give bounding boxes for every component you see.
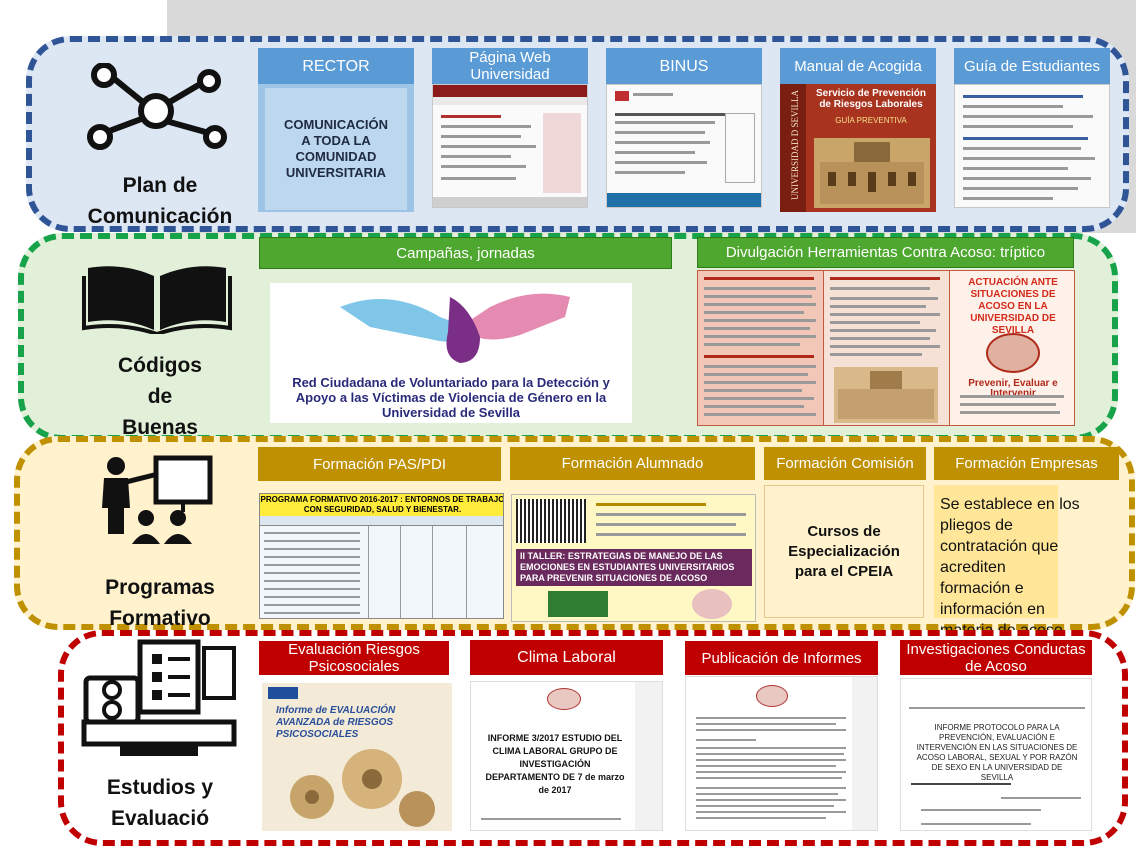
manual-cover-title: Servicio de Prevención de Riesgos Labora… xyxy=(815,88,927,110)
triptych-panel-middle xyxy=(824,271,950,425)
volunteer-network-caption: Red Ciudadana de Voluntariado para la De… xyxy=(292,375,610,420)
student-training-header: Formación Alumnado xyxy=(510,447,755,480)
codes-label-line2: de xyxy=(147,385,173,408)
workshop-poster: II TALLER: ESTRATEGIAS DE MANEJO DE LAS … xyxy=(511,494,756,622)
psychosocial-report-cover: Informe de EVALUACIÓN AVANZADA de RIESGO… xyxy=(262,683,452,831)
training-table-title: PROGRAMA FORMATIVO 2016-2017 : ENTORNOS … xyxy=(260,494,504,516)
communication-label-line1: Plan de xyxy=(122,174,198,197)
triptych-motto: Prevenir, Evaluar e Intervenir xyxy=(968,378,1058,399)
company-training-text: Se establece en los pliegos de contratac… xyxy=(940,496,1080,639)
communication-label: Plan de Comunicación xyxy=(70,170,250,232)
harassment-research-text: INFORME PROTOCOLO PARA LA PREVENCIÓN, EV… xyxy=(916,723,1078,782)
studies-label-line2: Evaluació xyxy=(110,807,210,830)
codes-label-line1: Códigos xyxy=(118,354,202,377)
training-label-line1: Programas xyxy=(105,576,215,599)
university-seal xyxy=(986,333,1040,373)
binus-thumbnail xyxy=(606,84,762,208)
welcome-manual-cover: UNIVERSIDAD D SEVILLA Servicio de Preven… xyxy=(780,84,936,212)
manual-spine-text: UNIVERSIDAD D SEVILLA xyxy=(790,90,800,200)
harassment-research-document: INFORME PROTOCOLO PARA LA PREVENCIÓN, EV… xyxy=(900,678,1092,831)
welcome-manual-header: Manual de Acogida xyxy=(780,48,936,84)
triptych-title: ACTUACIÓN ANTE SITUACIONES DE ACOSO EN L… xyxy=(968,277,1058,336)
presentation-icon xyxy=(102,455,213,544)
report-publication-header: Publicación de Informes xyxy=(685,641,878,675)
work-climate-header: Clima Laboral xyxy=(470,640,663,675)
codes-label-line3: Buenas xyxy=(122,416,198,439)
campaigns-header: Campañas, jornadas xyxy=(259,237,672,269)
volunteer-network-logo: Red Ciudadana de Voluntariado para la De… xyxy=(270,283,632,423)
report-publication-document xyxy=(685,676,878,831)
open-book-icon xyxy=(82,266,232,334)
staff-training-header: Formación PAS/PDI xyxy=(258,447,501,481)
student-guide-header: Guía de Estudiantes xyxy=(954,48,1110,84)
triptych-panel-left xyxy=(698,271,824,425)
rector-text: COMUNICACIÓN A TODA LA COMUNIDAD UNIVERS… xyxy=(265,88,407,210)
committee-training-header: Formación Comisión xyxy=(764,447,926,480)
studies-label: Estudios y Evaluació xyxy=(80,772,240,834)
triptych-panel-cover: ACTUACIÓN ANTE SITUACIONES DE ACOSO EN L… xyxy=(950,271,1074,425)
manual-cover-subtitle: GUÍA PREVENTIVA xyxy=(835,116,907,125)
student-guide-thumbnail xyxy=(954,84,1110,208)
web-page-thumbnail xyxy=(432,84,588,208)
checklist-computer-icon xyxy=(81,639,237,756)
work-climate-report: INFORME 3/2017 ESTUDIO DEL CLIMA LABORAL… xyxy=(470,681,663,831)
psychosocial-cover-title: Informe de EVALUACIÓN AVANZADA de RIESGO… xyxy=(276,705,396,740)
training-program-table: PROGRAMA FORMATIVO 2016-2017 : ENTORNOS … xyxy=(259,493,504,619)
rector-card: COMUNICACIÓN A TODA LA COMUNIDAD UNIVERS… xyxy=(258,84,414,212)
company-training-header: Formación Empresas xyxy=(934,447,1119,480)
studies-label-line1: Estudios y xyxy=(106,776,214,799)
codes-label: Códigos de Buenas xyxy=(90,350,230,443)
building-image xyxy=(814,138,930,208)
binus-header: BINUS xyxy=(606,48,762,84)
triptych-brochure: ACTUACIÓN ANTE SITUACIONES DE ACOSO EN L… xyxy=(697,270,1075,426)
workshop-title: II TALLER: ESTRATEGIAS DE MANEJO DE LAS … xyxy=(516,549,752,586)
web-page-header: Página Web Universidad xyxy=(432,48,588,84)
training-label-line2: Formativo xyxy=(109,607,211,630)
network-icon xyxy=(87,63,227,150)
building-photo xyxy=(834,367,938,423)
company-training-box xyxy=(934,485,1058,618)
gears-icon xyxy=(290,749,435,827)
communication-label-line2: Comunicación xyxy=(87,205,233,228)
rector-header: RECTOR xyxy=(258,48,414,84)
psychosocial-risk-header: Evaluación Riesgos Psicosociales xyxy=(259,641,449,675)
work-climate-text: INFORME 3/2017 ESTUDIO DEL CLIMA LABORAL… xyxy=(485,733,625,795)
anti-harassment-header: Divulgación Herramientas Contra Acoso: t… xyxy=(697,237,1074,268)
hands-logo-icon xyxy=(340,293,570,363)
committee-training-text: Cursos de Especialización para el CPEIA xyxy=(764,485,924,618)
barcode-graphic xyxy=(516,499,586,543)
harassment-research-header: Investigaciones Conductas de Acoso xyxy=(900,640,1092,675)
